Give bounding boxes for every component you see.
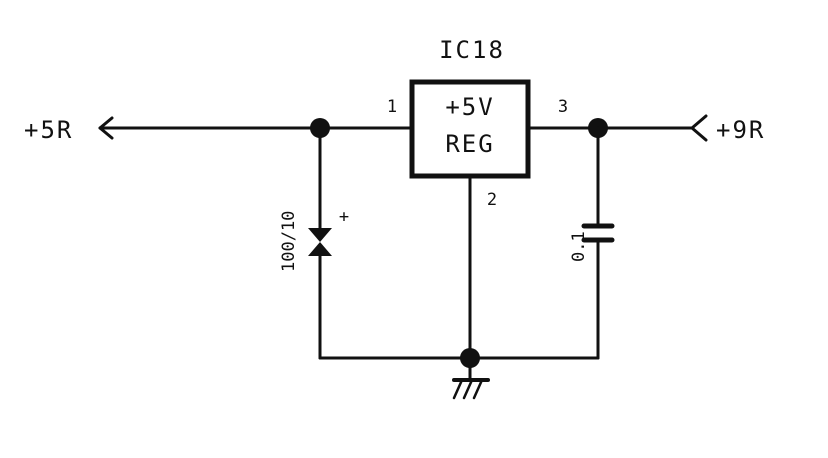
input-connector-icon: [690, 114, 708, 142]
output-net-label: +5R: [24, 116, 73, 144]
ic-reference-label: IC18: [439, 36, 505, 64]
input-net-label: +9R: [716, 116, 765, 144]
electrolytic-cap-polarity-label: +: [339, 207, 349, 227]
capacitor-value-label: 0.1: [569, 231, 589, 262]
pin-3-label: 3: [558, 97, 568, 117]
ground-junction-dot: [460, 348, 480, 368]
pin-2-label: 2: [487, 190, 497, 210]
electrolytic-capacitor-icon: [308, 228, 332, 256]
pin-1-label: 1: [387, 97, 397, 117]
electrolytic-cap-value-label: 100/10: [279, 211, 299, 272]
regulator-voltage-label: +5V: [445, 93, 494, 121]
ground-icon: [452, 378, 490, 400]
regulator-type-label: REG: [445, 130, 494, 158]
